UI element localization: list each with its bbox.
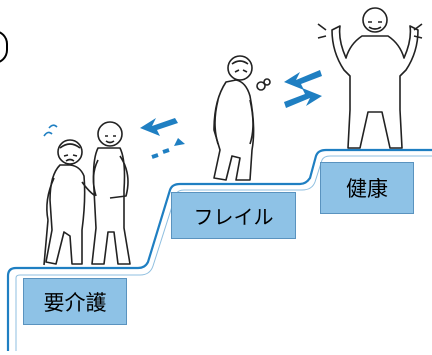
stair-outline	[6, 148, 432, 351]
label-healthy: 健康	[320, 162, 414, 214]
arrow-right-dashed-icon	[151, 138, 185, 159]
arrow-left-to-frailty-icon	[284, 70, 322, 90]
healthy-person-icon	[317, 7, 423, 149]
elderly-person-with-cane-icon	[43, 124, 101, 266]
label-care-text: 要介護	[43, 290, 107, 315]
frail-elderly-person-icon	[213, 55, 271, 181]
label-healthy-text: 健康	[346, 177, 388, 201]
arrow-right-to-healthy-icon	[284, 88, 322, 108]
arrow-left-to-care-icon	[140, 118, 178, 136]
label-frailty-text: フレイル	[193, 205, 274, 229]
label-care: 要介護	[23, 278, 127, 325]
label-frailty: フレイル	[171, 192, 296, 239]
stair-inner-line	[15, 155, 432, 351]
caregiver-icon	[91, 121, 131, 265]
